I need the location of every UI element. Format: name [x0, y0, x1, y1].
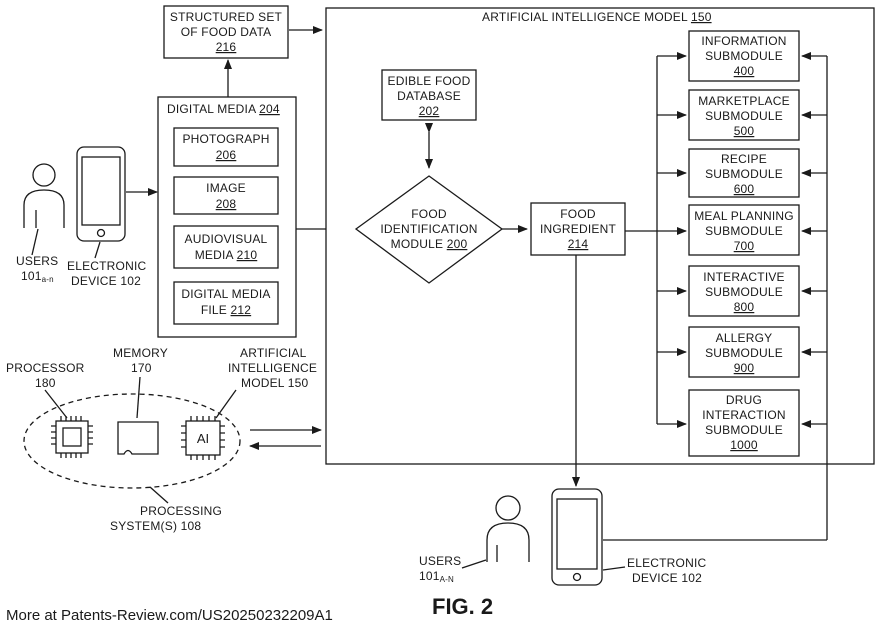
submodule-meal-planning: MEAL PLANNING SUBMODULE 700: [689, 205, 799, 255]
svg-text:1000: 1000: [730, 438, 758, 452]
structured-data-label-2: OF FOOD DATA: [181, 25, 272, 39]
phone-top-icon: [77, 147, 125, 241]
user-top-icon: [24, 164, 64, 228]
processing-system-label-2: SYSTEM(S) 108: [110, 519, 201, 533]
ai-chip-label-2: INTELLIGENCE: [228, 361, 317, 375]
digital-media-title: DIGITAL MEDIA 204: [167, 102, 280, 116]
food-ingredient-ref: 214: [568, 237, 589, 251]
device-top-label-2: DEVICE 102: [71, 274, 141, 288]
structured-data-label-1: STRUCTURED SET: [170, 10, 283, 24]
audiovisual-label-1: AUDIOVISUAL: [185, 232, 268, 246]
svg-text:DRUG: DRUG: [726, 393, 762, 407]
food-id-label-3: MODULE 200: [391, 237, 468, 251]
audiovisual-label-2: MEDIA 210: [195, 248, 258, 262]
svg-text:SUBMODULE: SUBMODULE: [705, 109, 783, 123]
submodule-interactive: INTERACTIVE SUBMODULE 800: [689, 266, 799, 316]
memory-label-2: 170: [131, 361, 152, 375]
svg-text:INFORMATION: INFORMATION: [701, 34, 786, 48]
digital-media-file-label-1: DIGITAL MEDIA: [181, 287, 270, 301]
device-bottom-label-2: DEVICE 102: [632, 571, 702, 585]
processor-label-2: 180: [35, 376, 56, 390]
user-bottom-icon: [487, 496, 529, 562]
processor-label-1: PROCESSOR: [6, 361, 85, 375]
svg-text:SUBMODULE: SUBMODULE: [705, 224, 783, 238]
users-bottom-label-2: 101A-N: [419, 569, 454, 584]
figure-label: FIG. 2: [432, 594, 493, 619]
submodule-marketplace: MARKETPLACE SUBMODULE 500: [689, 90, 799, 140]
image-ref: 208: [216, 197, 237, 211]
svg-text:800: 800: [734, 300, 755, 314]
food-id-label-1: FOOD: [411, 207, 447, 221]
svg-text:SUBMODULE: SUBMODULE: [705, 49, 783, 63]
device-top-label-1: ELECTRONIC: [67, 259, 146, 273]
ai-chip-label-3: MODEL 150: [241, 376, 309, 390]
edible-db-label-1: EDIBLE FOOD: [388, 74, 471, 88]
svg-text:INTERACTIVE: INTERACTIVE: [703, 270, 785, 284]
food-id-label-2: IDENTIFICATION: [380, 222, 477, 236]
edible-db-label-2: DATABASE: [397, 89, 461, 103]
users-top-label-1: USERS: [16, 254, 58, 268]
submodule-recipe: RECIPE SUBMODULE 600: [689, 149, 799, 197]
svg-text:INTERACTION: INTERACTION: [702, 408, 786, 422]
image-label: IMAGE: [206, 181, 246, 195]
svg-text:SUBMODULE: SUBMODULE: [705, 285, 783, 299]
processing-system-label-1: PROCESSING: [140, 504, 222, 518]
digital-media-file-label-2: FILE 212: [201, 303, 251, 317]
photograph-label: PHOTOGRAPH: [182, 132, 269, 146]
memory-card-icon: [118, 422, 158, 454]
photograph-ref: 206: [216, 148, 237, 162]
ai-chip-text: AI: [197, 431, 209, 446]
users-top-label-2: 101a-n: [21, 269, 54, 284]
structured-data-ref: 216: [216, 40, 237, 54]
svg-text:900: 900: [734, 361, 755, 375]
svg-text:MEAL PLANNING: MEAL PLANNING: [694, 209, 794, 223]
phone-bottom-icon: [552, 489, 602, 585]
food-ingredient-label-2: INGREDIENT: [540, 222, 616, 236]
submodule-allergy: ALLERGY SUBMODULE 900: [689, 327, 799, 377]
svg-text:SUBMODULE: SUBMODULE: [705, 423, 783, 437]
watermark-text: More at Patents-Review.com/US20250232209…: [6, 607, 333, 624]
svg-text:ALLERGY: ALLERGY: [716, 331, 773, 345]
svg-text:500: 500: [734, 124, 755, 138]
memory-label-1: MEMORY: [113, 346, 168, 360]
svg-text:MARKETPLACE: MARKETPLACE: [698, 94, 790, 108]
device-bottom-label-1: ELECTRONIC: [627, 556, 706, 570]
ai-chip-icon: AI: [181, 416, 225, 460]
food-ingredient-label-1: FOOD: [560, 207, 596, 221]
submodule-information: INFORMATION SUBMODULE 400: [689, 31, 799, 81]
ai-model-title: ARTIFICIAL INTELLIGENCE MODEL 150: [482, 10, 712, 24]
svg-text:SUBMODULE: SUBMODULE: [705, 346, 783, 360]
ai-chip-label-1: ARTIFICIAL: [240, 346, 307, 360]
svg-text:RECIPE: RECIPE: [721, 152, 767, 166]
svg-text:600: 600: [734, 182, 755, 196]
processor-chip-icon: [51, 416, 93, 458]
users-bottom-label-1: USERS: [419, 554, 461, 568]
svg-text:400: 400: [734, 64, 755, 78]
edible-db-ref: 202: [419, 104, 440, 118]
svg-text:SUBMODULE: SUBMODULE: [705, 167, 783, 181]
submodule-drug-interaction: DRUG INTERACTION SUBMODULE 1000: [689, 390, 799, 456]
svg-text:700: 700: [734, 239, 755, 253]
